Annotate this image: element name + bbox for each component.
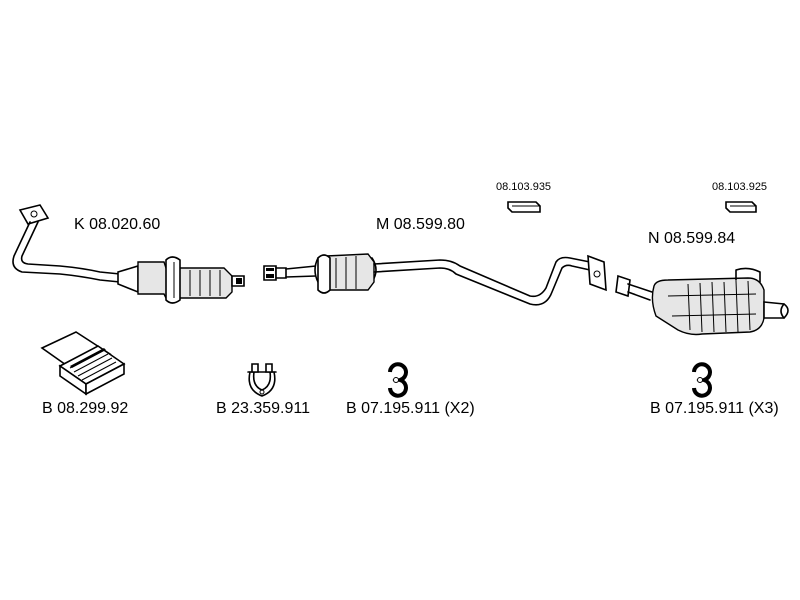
clamp-icon <box>247 363 277 397</box>
label-rubber-ring-x3: B 07.195.911 (X3) <box>650 400 779 417</box>
rubber-ring-icon-middle <box>388 362 408 398</box>
bracket-middle-icon <box>507 201 541 213</box>
label-front-pipe: K 08.020.60 <box>74 216 161 233</box>
front-pipe-with-catalyst <box>12 204 245 304</box>
rubber-ring-icon-rear <box>692 362 712 398</box>
label-rubber-ring-x2: B 07.195.911 (X2) <box>346 400 475 417</box>
label-bracket-rear: 08.103.925 <box>712 181 768 193</box>
mount-kit-box-icon <box>40 331 126 396</box>
bracket-rear-icon <box>725 201 757 213</box>
label-clamp: B 23.359.911 <box>216 400 311 417</box>
label-middle-silencer: M 08.599.80 <box>376 216 465 233</box>
rear-silencer <box>615 267 789 336</box>
middle-pipe-with-silencer <box>263 253 607 306</box>
label-bracket-middle: 08.103.935 <box>496 181 552 193</box>
label-mount-kit: B 08.299.92 <box>42 400 129 417</box>
label-rear-silencer: N 08.599.84 <box>648 230 736 247</box>
